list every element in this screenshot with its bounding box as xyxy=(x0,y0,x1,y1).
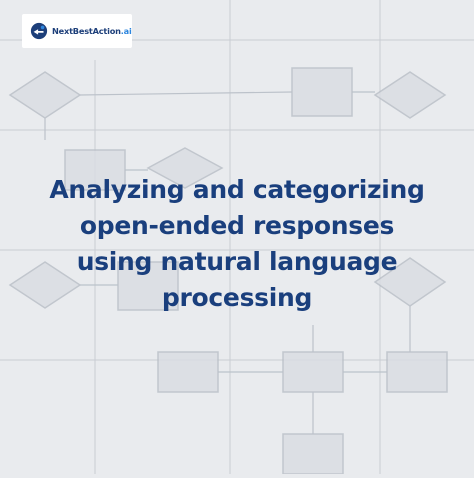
flow-decision xyxy=(146,147,224,189)
flow-process xyxy=(157,351,219,393)
headline-line-3: using natural language xyxy=(76,247,398,276)
flow-decision xyxy=(373,71,447,119)
flow-process xyxy=(291,67,353,117)
flow-decision xyxy=(8,71,82,119)
headline-line-4: processing xyxy=(161,283,313,312)
headline-line-2: open-ended responses xyxy=(79,211,395,240)
headline: Analyzing and categorizing open-ended re… xyxy=(0,172,474,316)
flow-process xyxy=(386,351,448,393)
flow-process xyxy=(117,261,179,311)
flow-process xyxy=(282,351,344,393)
brand-name: NextBestAction.ai xyxy=(52,26,132,36)
brand-logo[interactable]: NextBestAction.ai xyxy=(22,14,132,48)
flow-process xyxy=(282,433,344,475)
brand-suffix: .ai xyxy=(120,26,132,36)
headline-line-1: Analyzing and categorizing xyxy=(49,175,425,204)
globe-arrow-icon xyxy=(30,22,48,40)
flow-process xyxy=(64,149,126,191)
flow-decision xyxy=(8,261,82,309)
